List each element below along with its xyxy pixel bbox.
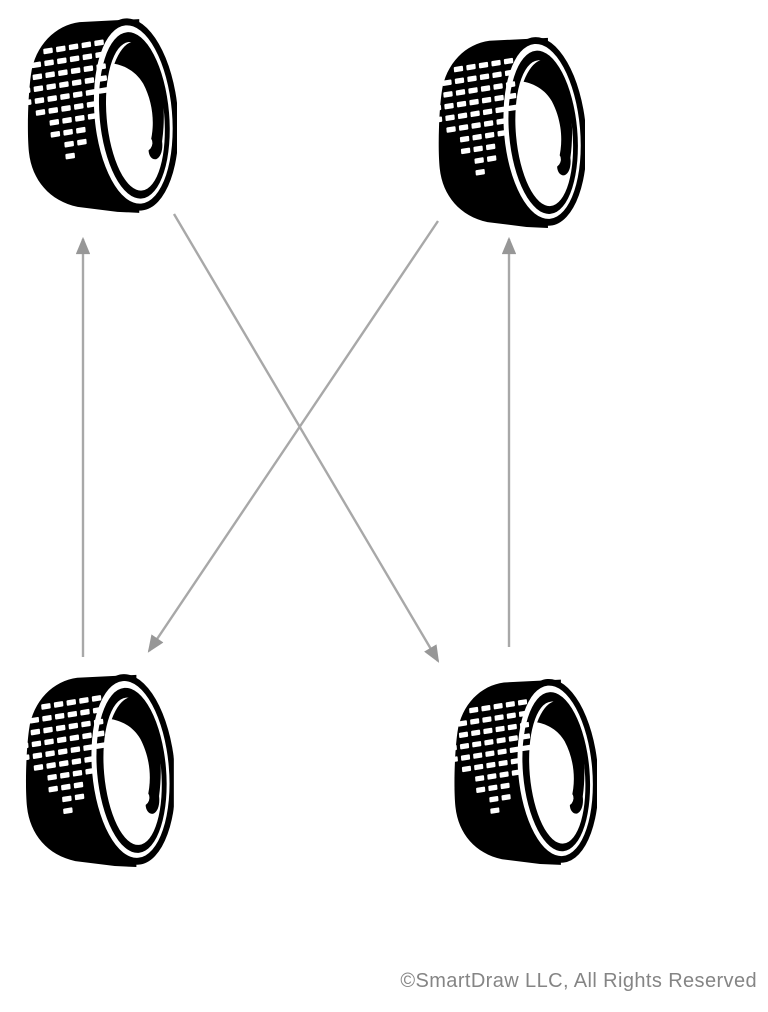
arrow-top-left-to-bottom-right xyxy=(172,213,440,663)
tire-bottom-left-icon xyxy=(16,665,174,868)
tire-top-right-icon xyxy=(429,28,585,229)
tire-top-left-icon xyxy=(18,9,177,214)
tire-bottom-right-icon xyxy=(445,669,597,867)
copyright-text: ©SmartDraw LLC, All Rights Reserved xyxy=(400,970,757,992)
arrow-top-right-to-bottom-left xyxy=(147,220,439,653)
